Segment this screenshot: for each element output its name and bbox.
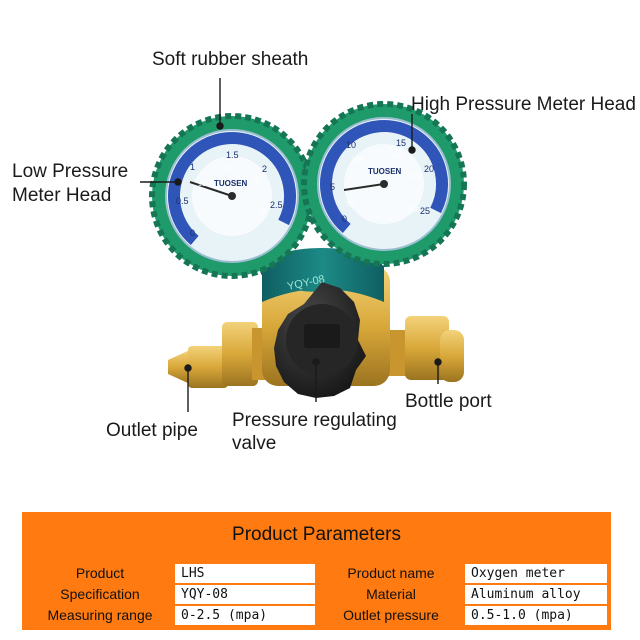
high-gauge-inner-tick-3: 200 [410,173,422,180]
callout-pressure-valve-line2: valve [232,433,277,454]
param-value-specification: YQY-08 [175,585,315,604]
callout-low-pressure-head-line1: Low Pressure [12,161,129,182]
high-gauge-tick-1: 5 [330,182,335,192]
low-gauge-inner-tick-1: 10 [198,181,206,188]
bottle-callout-dot [434,358,442,366]
callout-low-pressure-head-line2: Meter Head [12,185,112,206]
param-value-material: Aluminum alloy [465,585,607,604]
param-key-product-name: Product name [347,565,435,581]
high-gauge-inner-tick-2: 150 [390,153,402,160]
product-parameters-table: Product Parameters Product LHS Product n… [22,512,611,630]
high-pressure-gauge [301,101,467,267]
high-gauge-brand: TUOSEN [368,167,402,176]
high-gauge-tick-3: 15 [396,138,406,148]
low-gauge-tick-2: 1 [190,162,195,172]
pressure-regulating-valve[interactable] [274,282,366,398]
param-key-outlet-pressure: Outlet pressure [343,607,439,623]
high-head-callout-dot [408,146,416,154]
parameters-title: Product Parameters [232,524,401,545]
param-value-outlet-pressure: 0.5-1.0 (mpa) [465,606,607,625]
sheath-callout-dot [216,122,224,130]
high-gauge-tick-0: 0 [342,214,347,224]
low-gauge-brand: TUOSEN [214,179,248,188]
high-gauge-inner-tick-4: 250 [408,207,420,214]
bottle-port [385,316,464,382]
low-pressure-gauge [149,113,315,279]
high-gauge-tick-5: 25 [420,206,430,216]
callout-outlet-pipe: Outlet pipe [106,420,198,441]
param-key-specification: Specification [60,586,140,602]
high-gauge-tick-2: 10 [346,140,356,150]
param-value-product-name: Oxygen meter [465,564,607,583]
param-value-measuring-range: 0-2.5 (mpa) [175,606,315,625]
callout-high-pressure-head: High Pressure Meter Head [411,94,636,115]
low-gauge-tick-0: 0 [190,228,195,238]
low-head-callout-dot [174,178,182,186]
callout-soft-rubber-sheath: Soft rubber sheath [152,49,309,70]
low-gauge-tick-1: 0.5 [176,196,189,206]
param-value-product: LHS [175,564,315,583]
low-gauge-inner-tick-0: 5 [198,213,202,220]
valve-callout-dot [312,358,320,366]
high-gauge-tick-4: 20 [424,164,434,174]
low-gauge-inner-tick-3: 20 [252,179,260,186]
callout-pressure-valve-line1: Pressure regulating [232,410,397,431]
low-gauge-tick-4: 2 [262,164,267,174]
callout-bottle-port: Bottle port [405,391,492,412]
high-gauge-inner-tick-1: 100 [352,157,364,164]
high-gauge-inner-tick-0: 50 [346,201,354,208]
low-gauge-tick-3: 1.5 [226,150,239,160]
low-gauge-inner-tick-4: 25 [258,209,266,216]
param-key-material: Material [366,586,416,602]
param-key-product: Product [75,565,125,581]
outlet-callout-dot [184,364,192,372]
regulator-illustration: YQY-08 TUOSEN 0 0.5 1 1.5 2 2.5 5 10 15 … [140,78,467,412]
param-key-measuring-range: Measuring range [47,607,153,623]
low-gauge-inner-tick-2: 15 [226,166,234,173]
low-gauge-tick-5: 2.5 [270,200,283,210]
outlet-pipe [168,322,278,388]
